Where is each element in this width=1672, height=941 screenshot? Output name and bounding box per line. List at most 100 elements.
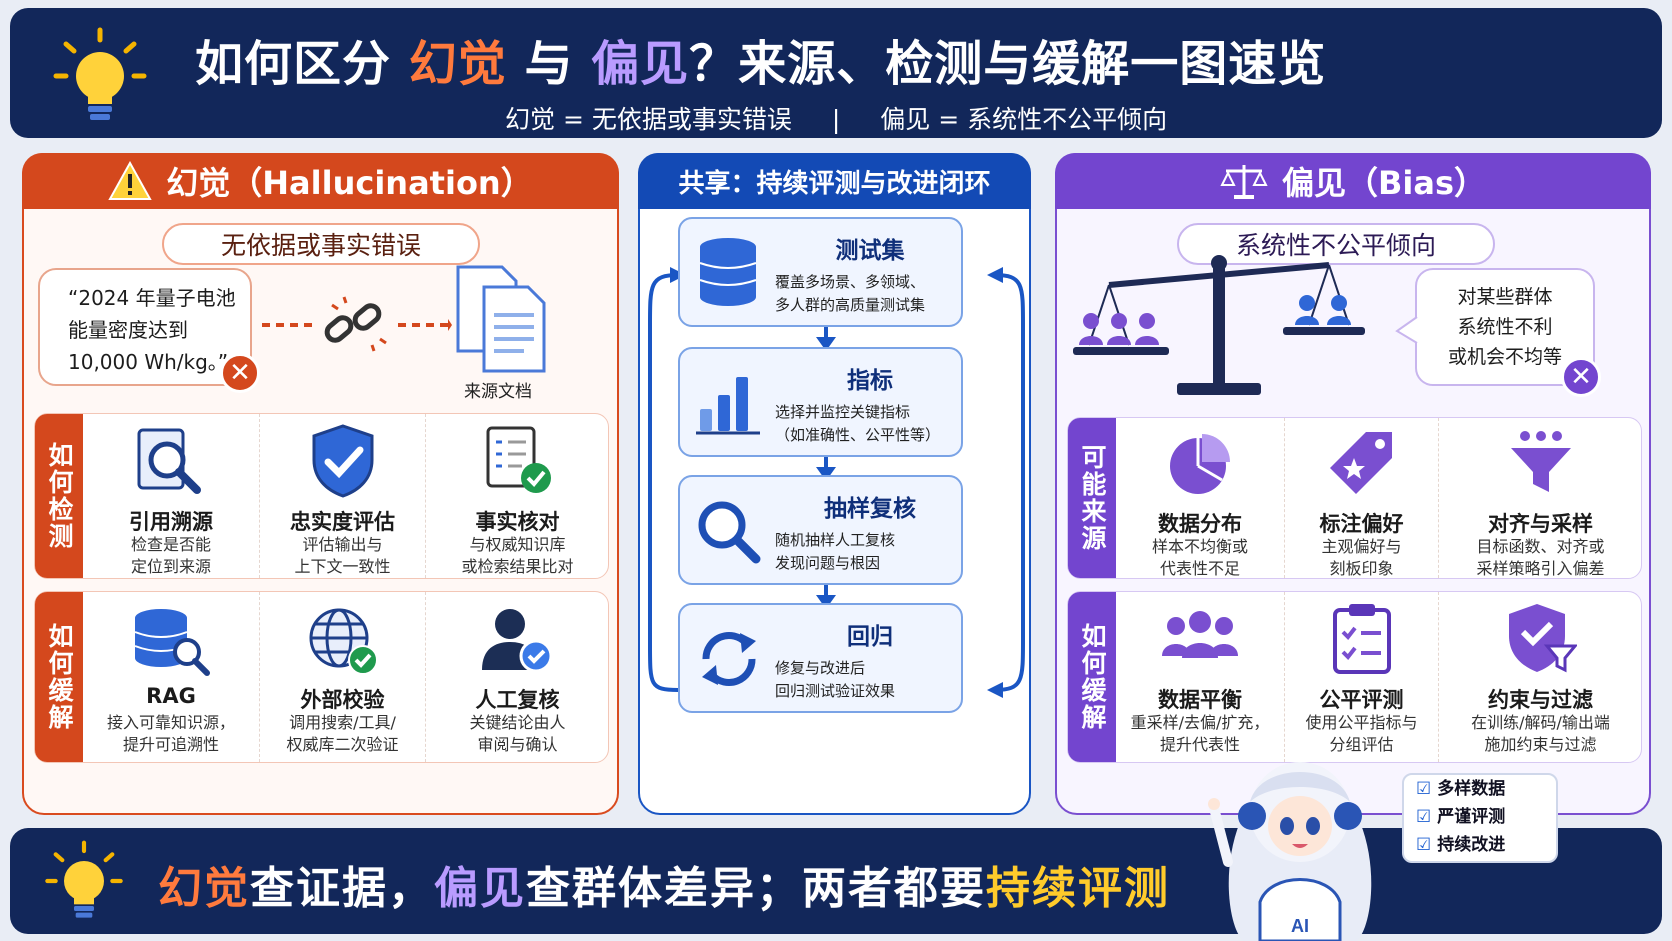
checkbox-icon: ☑ [1416, 835, 1432, 855]
mitigate-tab: 如何缓解 [1068, 592, 1116, 762]
flow-arrow-1 [824, 327, 828, 339]
testset-box: 测试集 覆盖多场景、多领域、多人群的高质量测试集 [678, 217, 963, 327]
hallucination-mitigate-section: 如何缓解 RAG 接入可靠知识源，提升可追溯性 外部校验 调用搜索/工具/权威库… [34, 591, 609, 763]
quote-pointer [1395, 316, 1418, 344]
header-banner: 如何区分 幻觉 与 偏见？来源、检测与缓解一图速览 幻觉 = 无依据或事实错误|… [10, 8, 1662, 138]
testset-title: 测试集 [835, 238, 905, 264]
bias-mitigate-section: 如何缓解 数据平衡 重采样/去偏/扩充，提升代表性 公平评测 使用公平指标与分组… [1067, 591, 1642, 763]
flow-arrow-3 [824, 585, 828, 597]
page-title: 如何区分 幻觉 与 偏见？来源、检测与缓解一图速览 [195, 36, 1327, 92]
user-check-icon [481, 609, 552, 673]
broken-link-icon [262, 296, 452, 352]
detect-citation-title: 引用溯源 [129, 510, 213, 534]
globe-check-icon [309, 608, 378, 675]
regression-box: 回归 修复与改进后回归测试验证效果 [678, 603, 963, 713]
mitigate-fair-eval: 公平评测 使用公平指标与分组评估 [1284, 592, 1438, 762]
source-alignment: 对齐与采样 目标函数、对齐或采样策略引入偏差 [1438, 418, 1642, 578]
detect-tab: 如何检测 [35, 414, 83, 578]
page-subtitle: 幻觉 = 无依据或事实错误|偏见 = 系统性不公平倾向 [505, 105, 1168, 134]
balance-scale-illustration [1073, 255, 1365, 395]
mitigate-fair-eval-title: 公平评测 [1319, 688, 1404, 712]
source-tab: 可能来源 [1068, 418, 1116, 578]
mitigate-balance: 数据平衡 重采样/去偏/扩充，提升代表性 [1116, 592, 1284, 762]
mitigate-constraint-title: 约束与过滤 [1488, 688, 1593, 712]
ai-mascot: AI [1208, 762, 1372, 941]
hallucination-definition: 无依据或事实错误 [162, 223, 480, 265]
mitigate-balance-desc: 重采样/去偏/扩充，提升代表性 [1130, 713, 1270, 754]
mitigate-rag-desc: 接入可靠知识源，提升可追溯性 [106, 713, 235, 754]
source-annotation-desc: 主观偏好与刻板印象 [1321, 537, 1402, 578]
source-doc-label: 来源文档 [464, 382, 532, 402]
tag-icon [1329, 432, 1392, 494]
sampling-desc: 随机抽样人工复核发现问题与根因 [775, 531, 896, 572]
detect-factcheck-desc: 与权威知识库或检索结果比对 [461, 535, 574, 576]
bias-panel: 偏见（Bias） 系统性不公平倾向 对某些群体系统性不利或机会不均等 ✕ 可能来… [1055, 153, 1651, 815]
bias-source-section: 可能来源 数据分布 样本不均衡或代表性不足 标注偏好 主观偏好与刻板印象 对齐与… [1067, 417, 1642, 579]
regression-title: 回归 [847, 624, 893, 650]
funnel-icon [1510, 431, 1571, 492]
sampling-title: 抽样复核 [824, 496, 916, 522]
bias-definition: 系统性不公平倾向 [1177, 223, 1495, 265]
pie-chart-icon [1170, 434, 1230, 494]
detect-factcheck-title: 事实核对 [475, 510, 560, 534]
hallucination-panel-header: 幻觉（Hallucination） [22, 153, 619, 209]
scale-icon [1220, 165, 1268, 199]
checkbox-icon: ☑ [1416, 779, 1432, 799]
detect-faithfulness-desc: 评估输出与上下文一致性 [294, 535, 391, 576]
source-data-desc: 样本不均衡或代表性不足 [1151, 537, 1248, 578]
checklist-item-continuous-improve: ☑持续改进 [1416, 835, 1506, 855]
mitigate-constraint: 约束与过滤 在训练/解码/输出端施加约束与过滤 [1438, 592, 1642, 762]
source-alignment-title: 对齐与采样 [1488, 512, 1593, 536]
source-annotation-title: 标注偏好 [1319, 512, 1404, 536]
source-data: 数据分布 样本不均衡或代表性不足 [1116, 418, 1284, 578]
metrics-box: 指标 选择并监控关键指标（如准确性、公平性等） [678, 347, 963, 457]
footer-banner: 幻觉查证据，偏见查群体差异；两者都要持续评测 [10, 828, 1662, 934]
mitigate-human-title: 人工复核 [475, 688, 560, 712]
mitigate-tab: 如何缓解 [35, 592, 83, 762]
mitigate-human: 人工复核 关键结论由人审阅与确认 [425, 592, 609, 762]
metrics-title: 指标 [847, 368, 893, 394]
hallucination-panel: 幻觉（Hallucination） 无依据或事实错误 “2024 年量子电池能量… [22, 153, 619, 815]
checklist-box: ☑多样数据 ☑严谨评测 ☑持续改进 [1402, 773, 1558, 863]
magnifier-doc-icon [137, 428, 201, 494]
bar-chart-icon [696, 377, 760, 435]
flow-arrow-2 [824, 457, 828, 469]
shield-filter-icon [1508, 604, 1577, 673]
mitigate-external-desc: 调用搜索/工具/权威库二次验证 [286, 713, 399, 754]
mascot-ai-badge: AI [1291, 916, 1309, 936]
source-alignment-desc: 目标函数、对齐或采样策略引入偏差 [1476, 537, 1605, 578]
warning-icon [108, 161, 152, 200]
mitigate-external: 外部校验 调用搜索/工具/权威库二次验证 [259, 592, 425, 762]
checklist-icon [486, 426, 551, 493]
detect-citation-desc: 检查是否能定位到来源 [130, 535, 211, 576]
lightbulb-icon [53, 27, 147, 120]
metrics-desc: 选择并监控关键指标（如准确性、公平性等） [775, 403, 941, 444]
wrong-icon: ✕ [1561, 357, 1601, 397]
document-icon [456, 265, 546, 373]
checklist-item-rigorous-eval: ☑严谨评测 [1416, 807, 1506, 827]
search-icon [698, 501, 761, 564]
shared-loop-panel: 共享：持续评测与改进闭环 测试集 覆盖多场景、多领域、多人群的高质量测试集 指标… [638, 153, 1031, 815]
clipboard-check-icon [1332, 604, 1391, 674]
lightbulb-icon [45, 840, 123, 918]
mitigate-balance-title: 数据平衡 [1158, 688, 1242, 712]
group-icon [1162, 611, 1238, 658]
mitigate-rag-title: RAG [146, 684, 196, 708]
detect-faithfulness-title: 忠实度评估 [290, 510, 395, 534]
checkbox-icon: ☑ [1416, 807, 1432, 827]
mitigate-human-desc: 关键结论由人审阅与确认 [469, 713, 566, 754]
wrong-icon: ✕ [220, 353, 260, 393]
mitigate-constraint-desc: 在训练/解码/输出端施加约束与过滤 [1471, 713, 1610, 754]
detect-citation: 引用溯源 检查是否能定位到来源 [83, 414, 259, 578]
bias-panel-header: 偏见（Bias） [1055, 153, 1651, 209]
hallucination-detect-section: 如何检测 引用溯源 检查是否能定位到来源 忠实度评估 评估输出与上下文一致性 事… [34, 413, 609, 579]
loop-arrows [648, 267, 1025, 698]
checklist-item-diverse-data: ☑多样数据 [1416, 779, 1506, 799]
shield-check-icon [312, 424, 373, 498]
testset-desc: 覆盖多场景、多领域、多人群的高质量测试集 [775, 273, 926, 314]
mitigate-fair-eval-desc: 使用公平指标与分组评估 [1305, 713, 1418, 754]
database-search-icon [134, 609, 210, 676]
refresh-icon [702, 632, 756, 686]
detect-factcheck: 事实核对 与权威知识库或检索结果比对 [425, 414, 609, 578]
